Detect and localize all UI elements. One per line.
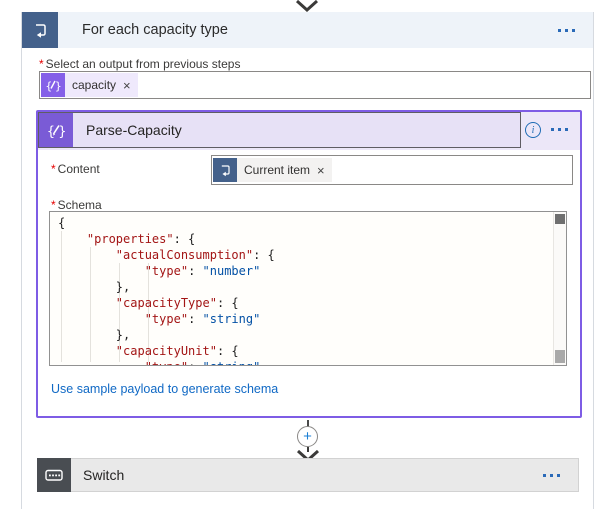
schema-code: { "properties": { "actualConsumption": {… [58, 216, 275, 365]
svg-text:}: } [59, 125, 67, 140]
parse-more-menu-icon[interactable] [551, 128, 568, 131]
connector-line [307, 420, 309, 427]
token-label: capacity [72, 78, 117, 92]
svg-text:{: { [47, 125, 55, 140]
svg-text:{: { [46, 80, 53, 93]
info-icon[interactable]: i [525, 122, 541, 138]
schema-editor[interactable]: { "properties": { "actualConsumption": {… [49, 211, 567, 366]
capacity-token[interactable]: { } capacity × [41, 73, 138, 97]
indent-guide [61, 231, 62, 362]
content-input[interactable]: Current item × [211, 155, 573, 185]
editor-scrollbar[interactable] [553, 212, 566, 365]
scrollbar-corner [555, 350, 565, 363]
indent-guide [148, 263, 149, 362]
token-close-icon[interactable]: × [317, 162, 325, 178]
foreach-header[interactable]: For each capacity type [22, 12, 593, 48]
required-asterisk: * [51, 198, 56, 212]
parse-header[interactable]: { } Parse-Capacity [38, 112, 521, 148]
token-label: Current item [244, 163, 311, 177]
required-asterisk: * [51, 162, 56, 176]
parse-json-card: { } Parse-Capacity i *Content [36, 110, 582, 418]
output-input[interactable]: { } capacity × [39, 71, 591, 99]
required-asterisk: * [39, 57, 44, 71]
schema-field-label: *Schema [51, 198, 102, 212]
apply-to-each-icon [22, 12, 58, 48]
connector-arrow-top-icon [295, 0, 319, 12]
indent-guide [90, 247, 91, 362]
insert-step-button[interactable]: + [297, 426, 318, 447]
indent-guide [119, 263, 120, 362]
switch-title: Switch [83, 467, 125, 483]
generate-schema-link[interactable]: Use sample payload to generate schema [51, 382, 279, 396]
switch-icon [37, 458, 71, 492]
current-item-loop-icon [213, 158, 237, 182]
switch-more-menu-icon[interactable] [543, 473, 560, 477]
scrollbar-thumb[interactable] [555, 214, 565, 224]
current-item-token[interactable]: Current item × [213, 158, 332, 182]
parse-title: Parse-Capacity [86, 122, 182, 138]
switch-card[interactable]: Switch [37, 458, 579, 492]
svg-text:}: } [55, 80, 62, 93]
parse-json-icon: { } [39, 113, 73, 147]
output-field-label: *Select an output from previous steps [39, 57, 241, 71]
content-field-label: *Content [51, 162, 100, 176]
foreach-more-menu-icon[interactable] [558, 28, 575, 32]
foreach-scope: For each capacity type *Select an output… [21, 12, 594, 509]
dynamic-content-icon: { } [41, 73, 65, 97]
foreach-title: For each capacity type [82, 22, 228, 38]
token-close-icon[interactable]: × [123, 77, 131, 93]
